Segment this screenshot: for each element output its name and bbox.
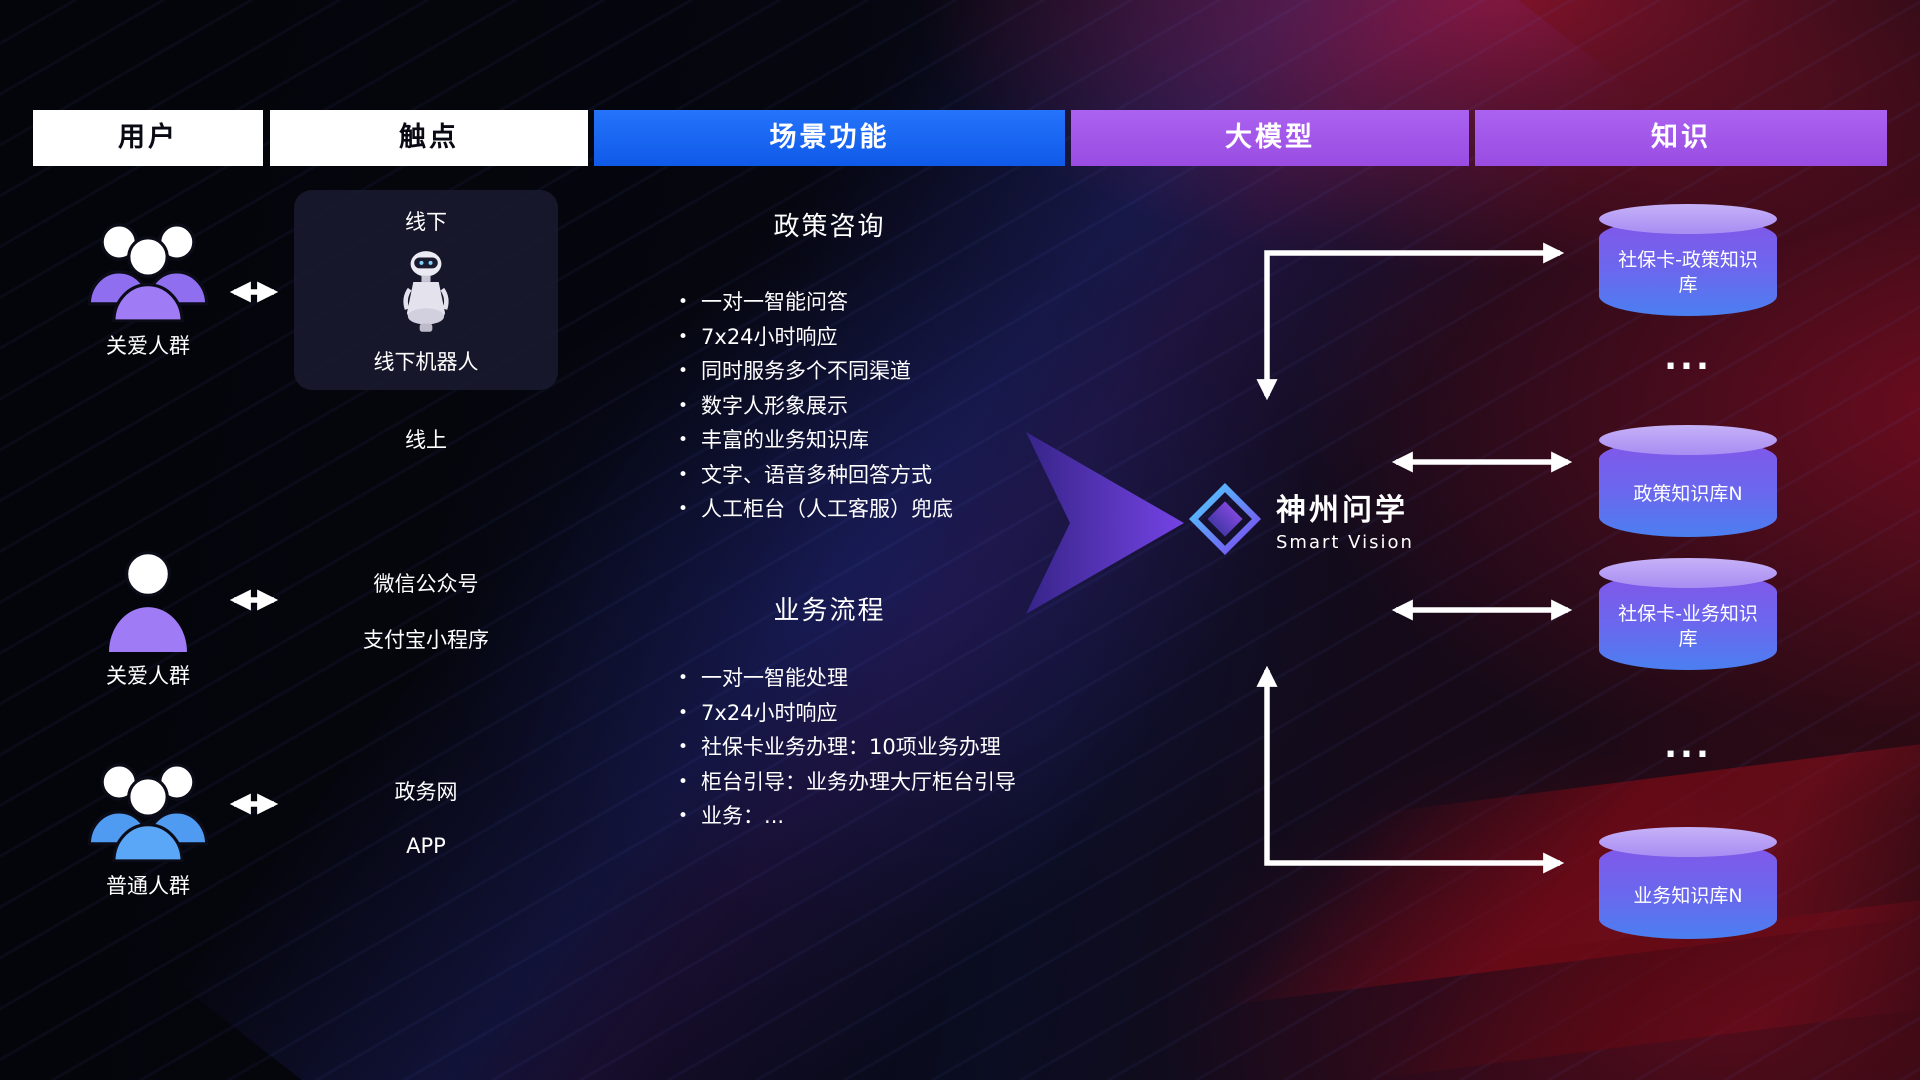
bullet-item: 一对一智能问答 — [678, 286, 953, 321]
people-group-icon — [87, 763, 209, 863]
offline-touchpoint-card: 线下 线下机器人 — [294, 190, 558, 390]
bullet-item: 丰富的业务知识库 — [678, 424, 953, 459]
online-title: 线上 — [405, 428, 447, 452]
knowledge-ellipsis-bottom: ... — [1664, 726, 1712, 766]
column-header-scenarios: 场景功能 — [594, 110, 1065, 166]
db-policy-n: 政策知识库N — [1599, 425, 1777, 537]
model-text: 神州问学 Smart Vision — [1276, 485, 1414, 553]
offline-robot-label: 线下机器人 — [373, 350, 479, 374]
column-header-touchpoints: 触点 — [270, 110, 588, 166]
db-cylinder-top — [1599, 558, 1777, 588]
column-header-model: 大模型 — [1071, 110, 1469, 166]
big-right-arrow-icon — [1026, 432, 1184, 614]
db-cylinder — [1599, 572, 1777, 670]
bullet-item: 7x24小时响应 — [678, 697, 1016, 732]
section-title-policy: 政策咨询 — [773, 212, 886, 242]
bullet-item: 文字、语音多种回答方式 — [678, 459, 953, 494]
column-header-users: 用户 — [33, 110, 263, 166]
connector-bottom-l-arrow — [1256, 665, 1565, 874]
section-title-business: 业务流程 — [773, 596, 886, 626]
column-header-knowledge: 知识 — [1475, 110, 1887, 166]
user-group-general: 普通人群 — [60, 750, 236, 900]
db-cylinder — [1599, 841, 1777, 939]
model-subtitle: Smart Vision — [1276, 532, 1414, 553]
channel-gov-web: 政务网 — [394, 780, 458, 804]
user-group-care-1: 关爱人群 — [60, 210, 236, 360]
bullet-item: 同时服务多个不同渠道 — [678, 355, 953, 390]
bullet-item: 柜台引导：业务办理大厅柜台引导 — [678, 766, 1016, 801]
person-icon — [109, 551, 187, 652]
user-single-label: 关爱人群 — [106, 664, 190, 688]
bullet-item: 业务：... — [678, 800, 1016, 835]
bullet-item: 人工柜台（人工客服）兜底 — [678, 493, 953, 528]
business-bullet-list: 一对一智能处理 7x24小时响应 社保卡业务办理：10项业务办理 柜台引导：业务… — [678, 662, 1016, 835]
connector-top-l-arrow — [1256, 242, 1565, 401]
channel-alipay: 支付宝小程序 — [363, 628, 489, 652]
bullet-item: 7x24小时响应 — [678, 321, 953, 356]
db-cylinder-top — [1599, 425, 1777, 455]
db-label: 社保卡-政策知识库 — [1618, 249, 1758, 296]
bullet-item: 数字人形象展示 — [678, 390, 953, 425]
background-swoosh-2 — [1267, 875, 1920, 1080]
db-business-n: 业务知识库N — [1599, 827, 1777, 939]
bullet-item: 社保卡业务办理：10项业务办理 — [678, 731, 1016, 766]
bullet-item: 一对一智能处理 — [678, 662, 1016, 697]
db-social-policy: 社保卡-政策知识库 — [1599, 204, 1777, 316]
db-label: 业务知识库N — [1633, 884, 1743, 907]
channel-wechat: 微信公众号 — [373, 572, 479, 596]
db-label: 政策知识库N — [1633, 482, 1743, 505]
background-swoosh — [1139, 713, 1920, 1017]
db-cylinder — [1599, 218, 1777, 316]
user-group-label: 关爱人群 — [106, 334, 190, 358]
db-cylinder-top — [1599, 204, 1777, 234]
user-single-care: 关爱人群 — [60, 548, 236, 690]
model-name: 神州问学 — [1276, 493, 1408, 528]
policy-bullet-list: 一对一智能问答 7x24小时响应 同时服务多个不同渠道 数字人形象展示 丰富的业… — [678, 286, 953, 528]
people-group-icon — [87, 223, 209, 323]
db-social-business: 社保卡-业务知识库 — [1599, 558, 1777, 670]
db-label: 社保卡-业务知识库 — [1618, 603, 1758, 650]
channel-app: APP — [406, 834, 446, 858]
user-group-general-label: 普通人群 — [106, 874, 190, 898]
offline-title: 线下 — [405, 210, 447, 234]
robot-icon — [403, 251, 449, 332]
knowledge-ellipsis-top: ... — [1664, 338, 1712, 378]
diamond-logo-icon — [1188, 482, 1262, 556]
db-cylinder — [1599, 439, 1777, 537]
model-logo: 神州问学 Smart Vision — [1188, 482, 1414, 556]
db-cylinder-top — [1599, 827, 1777, 857]
